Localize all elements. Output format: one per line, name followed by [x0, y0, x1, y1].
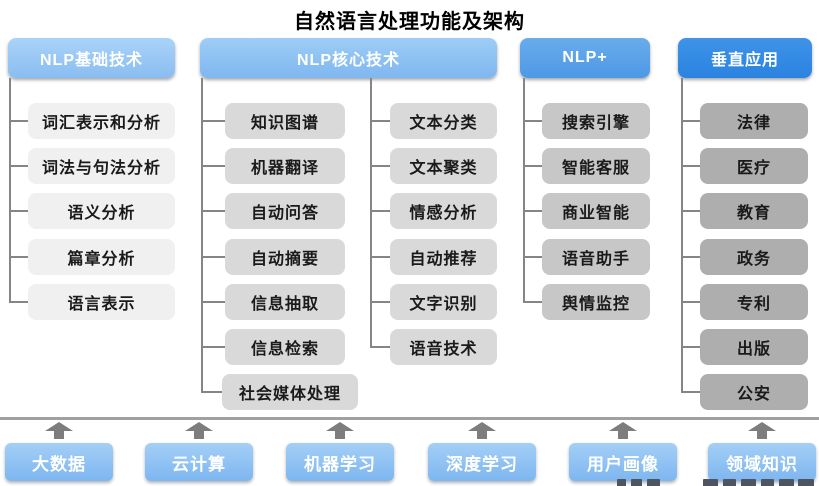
- connector-line: [681, 78, 683, 393]
- node-nlp-core-item: 机器翻译: [225, 148, 345, 185]
- node-vertical-apps-item: 医疗: [700, 148, 808, 185]
- connector-line: [201, 78, 203, 393]
- connector-tick: [9, 255, 28, 258]
- node-nlp-basic-item: 篇章分析: [28, 238, 175, 275]
- connector-tick: [370, 120, 390, 122]
- node-nlp-core-item: 情感分析: [390, 193, 497, 230]
- node-vertical-apps-item: 专利: [700, 283, 808, 320]
- watermark-fragment: [703, 479, 718, 486]
- watermark-fragment: [617, 479, 626, 486]
- foundation-box: 机器学习: [286, 443, 394, 481]
- connector-tick: [523, 300, 542, 303]
- connector-tick: [9, 165, 28, 168]
- node-nlp-core-item: 社会媒体处理: [222, 374, 358, 411]
- foundation-box: 大数据: [5, 443, 113, 481]
- watermark-fragment: [741, 479, 756, 486]
- connector-tick: [681, 255, 700, 258]
- connector-tick: [370, 300, 390, 303]
- watermark-fragment: [631, 479, 642, 486]
- node-nlp-core-item: 文本聚类: [390, 148, 497, 185]
- connector-tick: [201, 391, 222, 394]
- connector-tick: [9, 300, 28, 303]
- node-nlp-core-item: 信息抽取: [225, 283, 345, 320]
- connector-line: [9, 78, 11, 302]
- node-nlp-core-item: 文字识别: [390, 283, 497, 320]
- connector-tick: [9, 210, 28, 213]
- node-nlp-plus-item: 商业智能: [542, 193, 650, 230]
- connector-line: [523, 78, 525, 302]
- connector-tick: [201, 210, 225, 213]
- node-nlp-plus-item: 舆情监控: [542, 283, 650, 320]
- node-nlp-basic-item: 词法与句法分析: [28, 148, 175, 185]
- connector-tick: [681, 165, 700, 168]
- connector-tick: [201, 300, 225, 303]
- connector-tick: [681, 346, 700, 348]
- node-nlp-basic-item: 语义分析: [28, 193, 175, 230]
- connector-tick: [681, 120, 700, 122]
- foundation-box: 领域知识: [708, 443, 816, 481]
- node-nlp-plus-item: 语音助手: [542, 238, 650, 275]
- node-vertical-apps-item: 法律: [700, 103, 808, 139]
- up-arrow-icon: [748, 422, 776, 439]
- connector-line: [370, 78, 372, 347]
- up-arrow-icon: [468, 422, 496, 439]
- column-header-nlp-basic: NLP基础技术: [8, 38, 175, 78]
- node-nlp-core-item: 语音技术: [390, 329, 497, 365]
- watermark-fragment: [798, 479, 814, 486]
- node-nlp-core-item: 自动推荐: [390, 238, 497, 275]
- node-vertical-apps-item: 教育: [700, 193, 808, 230]
- column-header-nlp-core: NLP核心技术: [200, 38, 497, 78]
- foundation-box: 用户画像: [569, 443, 677, 481]
- node-vertical-apps-item: 公安: [700, 374, 808, 411]
- foundation-box: 深度学习: [428, 443, 536, 481]
- node-nlp-core-item: 知识图谱: [225, 103, 345, 139]
- watermark-fragment: [647, 479, 660, 486]
- node-nlp-basic-item: 语言表示: [28, 283, 175, 320]
- connector-tick: [681, 391, 700, 394]
- up-arrow-icon: [185, 422, 213, 439]
- node-vertical-apps-item: 政务: [700, 238, 808, 275]
- node-nlp-basic-item: 词汇表示和分析: [28, 103, 175, 139]
- column-header-vertical-apps: 垂直应用: [678, 38, 812, 78]
- connector-tick: [681, 210, 700, 213]
- connector-tick: [370, 255, 390, 258]
- connector-tick: [523, 255, 542, 258]
- node-nlp-core-item: 信息检索: [225, 329, 345, 365]
- column-header-nlp-plus: NLP+: [520, 38, 650, 78]
- node-nlp-plus-item: 搜索引擎: [542, 103, 650, 139]
- connector-tick: [370, 210, 390, 213]
- node-nlp-core-item: 自动摘要: [225, 238, 345, 275]
- connector-tick: [523, 120, 542, 122]
- diagram-title: 自然语言处理功能及架构: [294, 11, 525, 33]
- up-arrow-icon: [326, 422, 354, 439]
- connector-tick: [201, 346, 225, 348]
- connector-tick: [9, 120, 28, 122]
- node-nlp-core-item: 文本分类: [390, 103, 497, 139]
- separator-line: [0, 417, 819, 420]
- watermark-fragment: [723, 479, 736, 486]
- foundation-box: 云计算: [145, 443, 253, 481]
- connector-tick: [201, 255, 225, 258]
- watermark-fragment: [761, 479, 774, 486]
- connector-tick: [523, 210, 542, 213]
- connector-tick: [370, 165, 390, 168]
- node-vertical-apps-item: 出版: [700, 329, 808, 365]
- node-nlp-core-item: 自动问答: [225, 193, 345, 230]
- node-nlp-plus-item: 智能客服: [542, 148, 650, 185]
- connector-tick: [523, 165, 542, 168]
- connector-tick: [201, 120, 225, 122]
- connector-tick: [201, 165, 225, 168]
- up-arrow-icon: [45, 422, 73, 439]
- connector-tick: [370, 346, 390, 348]
- watermark-fragment: [779, 479, 794, 486]
- up-arrow-icon: [609, 422, 637, 439]
- connector-tick: [681, 300, 700, 303]
